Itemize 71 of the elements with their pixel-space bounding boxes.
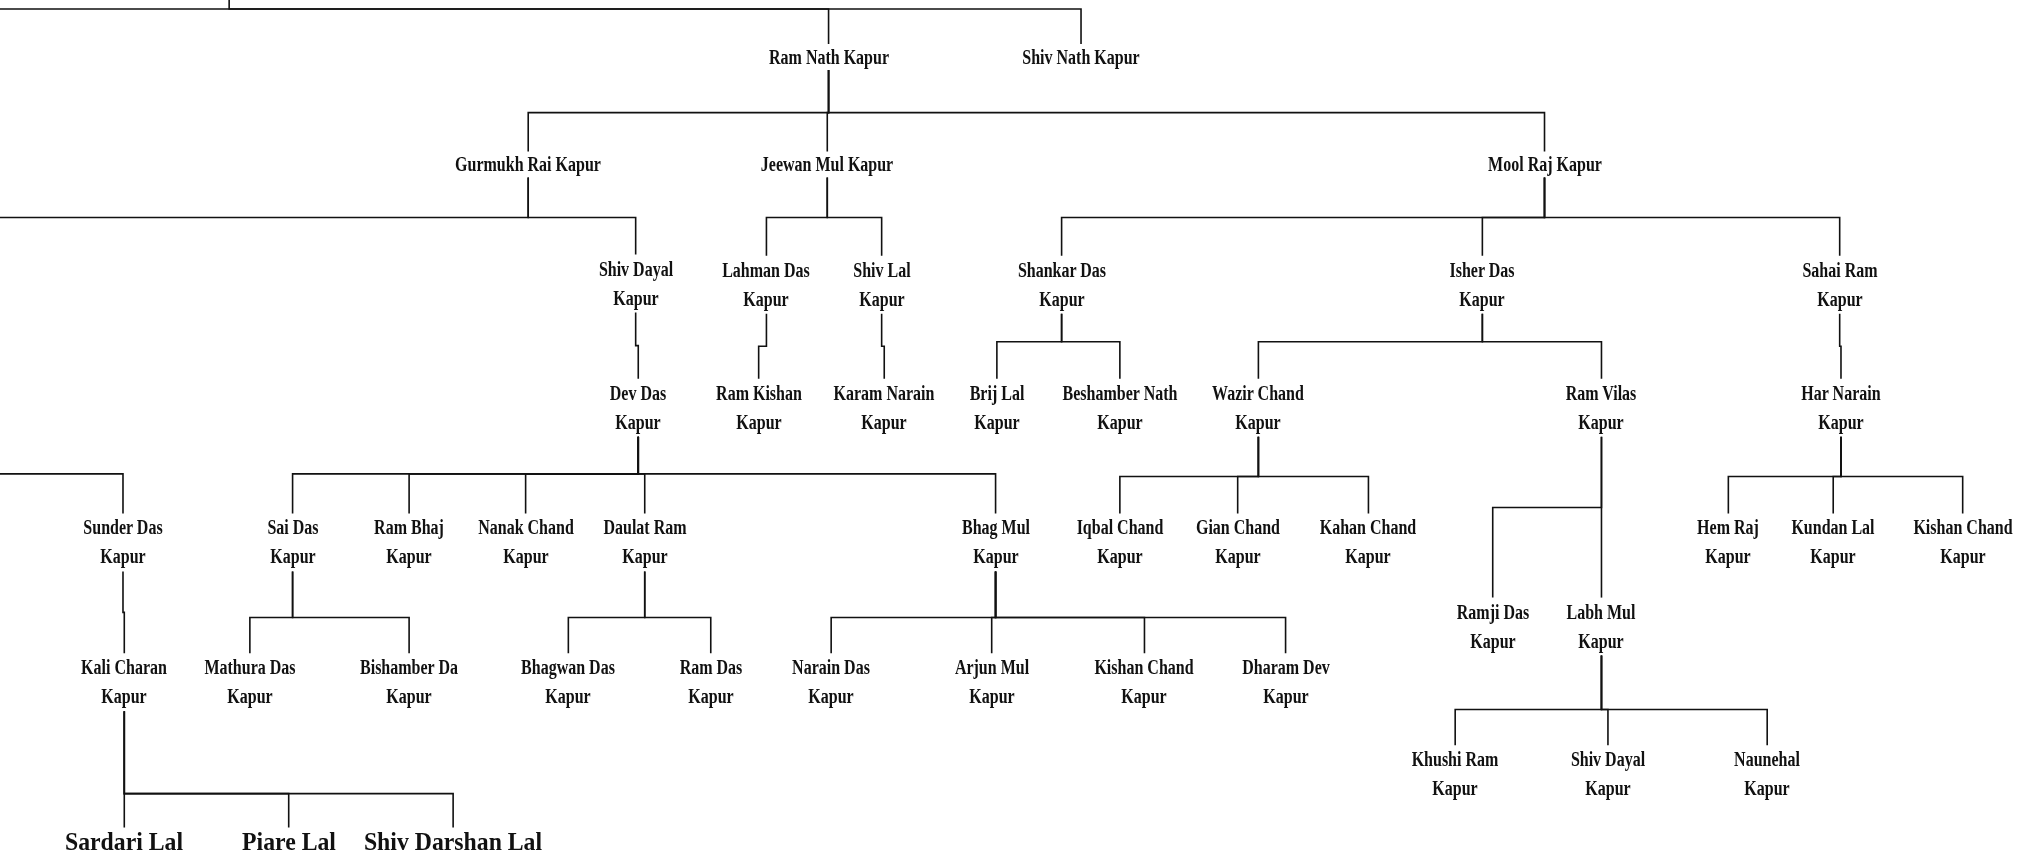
- connector-line: [1840, 436, 1964, 515]
- person-name: Kundan Lal Kapur: [1790, 513, 1876, 572]
- person-name: Dharam Dev Kapur: [1240, 653, 1331, 712]
- person-name: Ram Kishan Kapur: [714, 378, 803, 437]
- person-name: Wazir Chand Kapur: [1211, 378, 1306, 437]
- person-name: Shankar Das Kapur: [1016, 255, 1107, 314]
- connector-line: [994, 570, 1287, 655]
- person-name: Daulat Ram Kapur: [602, 513, 688, 572]
- connector-line: [1543, 176, 1841, 257]
- person-name: Kali Charan Kapur: [80, 653, 169, 712]
- connector-line: [1481, 313, 1603, 380]
- person-name: Shiv Nath Kapur: [1022, 43, 1140, 70]
- person-name: Gurmukh Rai Kapur: [455, 151, 602, 178]
- person-name: Ramji Das Kapur: [1455, 597, 1530, 656]
- person-name: Lahman Das Kapur: [721, 255, 812, 314]
- person-name: Mathura Das Kapur: [203, 653, 297, 712]
- connector-line: [826, 176, 883, 257]
- person-name: Isher Das Kapur: [1448, 255, 1516, 314]
- person-name: Ram Nath Kapur: [768, 43, 889, 70]
- person-name: Shiv Darshan Lal: [364, 827, 543, 856]
- person-name: Beshamber Nath Kapur: [1061, 378, 1179, 437]
- person-name: Ram Bhaj Kapur: [373, 513, 446, 572]
- connector-line: [827, 69, 1546, 153]
- person-name: Jeewan Mul Kapur: [761, 151, 894, 178]
- connector-line: [0, 176, 529, 219]
- person-name: Sardari Lal: [65, 827, 184, 856]
- connector-line: [123, 710, 454, 829]
- person-name: Bishamber Da Kapur: [359, 653, 460, 712]
- person-name: Shiv Dayal Kapur: [597, 254, 674, 313]
- person-name: Mool Raj Kapur: [1487, 151, 1602, 178]
- person-name: Arjun Mul Kapur: [953, 653, 1030, 712]
- connector-line: [643, 570, 712, 655]
- person-name: Sai Das Kapur: [266, 513, 319, 572]
- connector-line: [0, 8, 830, 45]
- connector-line: [291, 570, 410, 655]
- connector-line: [228, 0, 1082, 45]
- connector-line: [1600, 436, 1603, 599]
- person-name: Iqbal Chand Kapur: [1075, 513, 1165, 572]
- person-name: Sunder Das Kapur: [82, 513, 164, 572]
- person-name: Bhag Mul Kapur: [960, 513, 1031, 572]
- person-name: Kishan Chand Kapur: [1912, 513, 2014, 572]
- person-name: Nanak Chand Kapur: [476, 513, 575, 572]
- person-name: Har Narain Kapur: [1800, 378, 1882, 437]
- person-name: Dev Das Kapur: [609, 378, 668, 437]
- person-name: Khushi Ram Kapur: [1410, 745, 1500, 804]
- connector-line: [637, 436, 997, 515]
- person-name: Brij Lal Kapur: [968, 378, 1026, 437]
- person-name: Ram Vilas Kapur: [1565, 378, 1638, 437]
- person-name: Gian Chand Kapur: [1194, 513, 1281, 572]
- person-name: Narain Das Kapur: [791, 653, 872, 712]
- connector-line: [1257, 436, 1370, 515]
- person-name: Naunehal Kapur: [1733, 745, 1802, 804]
- person-name: Piare Lal: [241, 827, 336, 856]
- connector-line: [880, 313, 886, 380]
- connector-line: [122, 570, 126, 655]
- connector-line: [0, 473, 124, 515]
- person-name: Labh Mul Kapur: [1565, 597, 1638, 656]
- connector-line: [1838, 313, 1842, 380]
- person-name: Sahai Ram Kapur: [1801, 255, 1879, 314]
- connector-line: [757, 313, 768, 380]
- connector-line: [1600, 654, 1768, 746]
- person-name: Ram Das Kapur: [678, 653, 744, 712]
- connector-line: [634, 311, 640, 380]
- person-name: Kahan Chand Kapur: [1319, 513, 1418, 572]
- person-name: Karam Narain Kapur: [832, 378, 936, 437]
- person-name: Bhagwan Das Kapur: [520, 653, 617, 712]
- person-name: Shiv Dayal Kapur: [1569, 745, 1646, 804]
- person-name: Kishan Chand Kapur: [1094, 653, 1195, 712]
- person-name: Hem Raj Kapur: [1696, 513, 1761, 572]
- person-name: Shiv Lal Kapur: [852, 255, 912, 314]
- connector-line: [1060, 313, 1121, 380]
